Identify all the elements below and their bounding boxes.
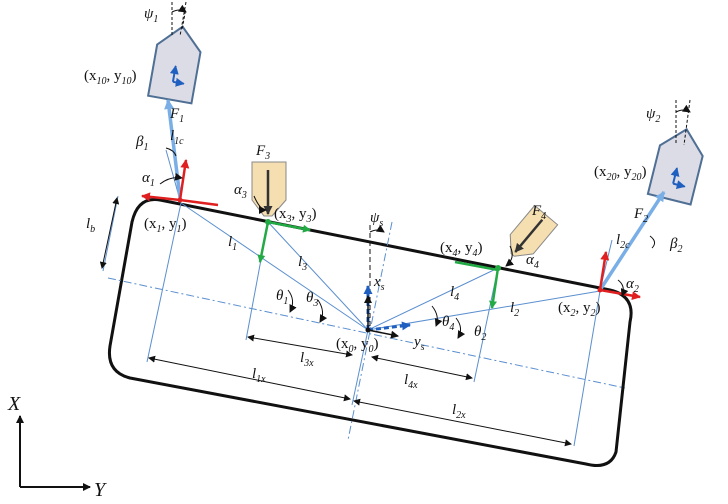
- thruster-4-point: [495, 265, 501, 271]
- global-X-label: X: [7, 393, 21, 415]
- l1x-label: l1x: [252, 366, 266, 385]
- tow-point-2-frame: [598, 251, 641, 301]
- alpha1-label: α1: [142, 170, 155, 189]
- ship-origin: [365, 327, 371, 333]
- tug-2-position-label: (x20, y20): [594, 164, 647, 183]
- theta3-label: θ3: [306, 290, 318, 309]
- l3x-label: l3x: [300, 350, 314, 369]
- F4-label: F4: [531, 203, 546, 222]
- theta2-label: θ2: [474, 324, 486, 343]
- alpha2-label: α2: [626, 276, 639, 295]
- angle-arcs: [159, 147, 656, 339]
- thruster-3-point: [265, 219, 271, 225]
- tow-cable-2: [598, 191, 666, 291]
- F1-label: F1: [169, 106, 184, 125]
- theta4-label: θ4: [442, 314, 454, 333]
- tow-point-1: [177, 197, 183, 203]
- l4x-dimension: [371, 354, 473, 381]
- F3-label: F3: [255, 143, 270, 162]
- ys-label: ys: [412, 334, 425, 353]
- thruster-4-geometry: [454, 260, 500, 309]
- ys-black-arrow: [367, 329, 399, 339]
- ys-axis-arrow: [367, 321, 411, 332]
- l3x-dimension: [247, 334, 353, 358]
- lb-dimension: [99, 197, 120, 269]
- l2c-label: l2c: [616, 232, 630, 251]
- psis-label: ψs: [370, 210, 383, 229]
- ship-origin-label: (x0, y0): [336, 336, 379, 355]
- tug-2: [646, 127, 704, 206]
- alpha4-label: α4: [526, 252, 539, 271]
- beta1-label: β1: [135, 134, 148, 153]
- l4x-label: l4x: [404, 372, 418, 391]
- theta1-label: θ1: [276, 288, 288, 307]
- l2x-dimension: [353, 398, 572, 447]
- l3-label: l3: [298, 254, 307, 273]
- l1x-dimension: [148, 355, 351, 402]
- tow-point-2: [597, 287, 603, 293]
- tug-1-position-label: (x10, y10): [84, 68, 137, 87]
- thruster-4: [509, 204, 559, 257]
- lb-label: lb: [86, 216, 95, 235]
- xs-label: xs: [373, 274, 385, 293]
- l2x-label: l2x: [452, 402, 466, 421]
- tow-point-2-label: (x2, y2): [558, 300, 601, 319]
- thruster-3-geometry: [257, 220, 311, 263]
- tow-point-1-label: (x1, y1): [144, 216, 187, 235]
- psi2-label: ψ2: [646, 106, 660, 125]
- thruster-4-position-label: (x4, y4): [440, 240, 483, 259]
- beta2-label: β2: [669, 236, 682, 255]
- l1c-label: l1c: [170, 128, 184, 147]
- global-Y-label: Y: [94, 479, 107, 501]
- psi2-arc: [675, 104, 691, 113]
- thruster-3: [251, 161, 287, 217]
- thruster-3-position-label: (x3, y3): [274, 206, 317, 225]
- tow-point-1-frame: [141, 159, 219, 207]
- alpha3-label: α3: [234, 182, 247, 201]
- tug-1: [146, 10, 202, 105]
- l1-label: l1: [228, 234, 237, 253]
- F2-label: F2: [633, 206, 648, 225]
- l4-label: l4: [450, 284, 459, 303]
- tow-cable-1: [164, 99, 182, 199]
- psi1-arc: [171, 4, 187, 13]
- ship-body-outline: [107, 197, 633, 467]
- psi1-label: ψ1: [144, 6, 158, 25]
- ship-transverse-centerline: [347, 221, 393, 441]
- l2-label: l2: [510, 300, 519, 319]
